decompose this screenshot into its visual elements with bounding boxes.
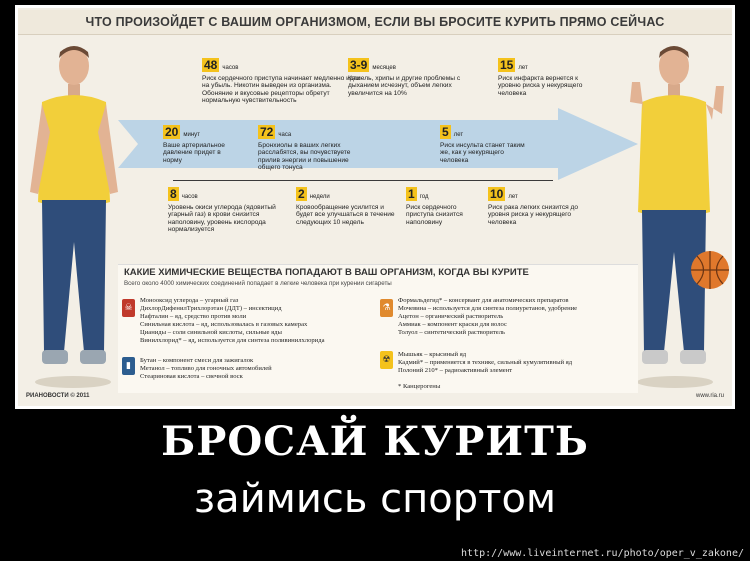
watermark-url: http://www.liveinternet.ru/photo/oper_v_… [461, 548, 744, 559]
chemicals-heading: КАКИЕ ХИМИЧЕСКИЕ ВЕЩЕСТВА ПОПАДАЮТ В ВАШ… [124, 267, 529, 278]
basketball-icon [691, 251, 729, 289]
caption-subline: займись спортом [193, 476, 557, 522]
caption-headline: БРОСАЙ КУРИТЬ [161, 418, 589, 465]
flask-icon: ⚗ [380, 299, 393, 317]
chemicals-panel: КАКИЕ ХИМИЧЕСКИЕ ВЕЩЕСТВА ПОПАДАЮТ В ВАШ… [118, 264, 638, 393]
footer-ria-logo: РИАНОВОСТИ © 2011 [26, 393, 90, 399]
radiation-icon: ☢ [380, 351, 393, 369]
footer-site: www.ria.ru [695, 393, 724, 399]
infographic-title: ЧТО ПРОИЗОЙДЕТ С ВАШИМ ОРГАНИЗМОМ, ЕСЛИ … [18, 10, 732, 35]
chemicals-subheading: Всего около 4000 химических соединений п… [124, 280, 392, 287]
timeline-arrow [118, 108, 638, 180]
skull-icon: ☠ [122, 299, 135, 317]
timeline-axis [173, 180, 553, 181]
man-right-illustration [630, 46, 724, 388]
man-left-illustration [30, 46, 118, 388]
poster-frame: ЧТО ПРОИЗОЙДЕТ С ВАШИМ ОРГАНИЗМОМ, ЕСЛИ … [15, 5, 735, 409]
chemicals-group-solvents: Формальдегид* – консервант для анатомиче… [398, 297, 578, 336]
infographic: ЧТО ПРОИЗОЙДЕТ С ВАШИМ ОРГАНИЗМОМ, ЕСЛИ … [18, 8, 732, 406]
fuel-icon: ▮ [122, 357, 135, 375]
